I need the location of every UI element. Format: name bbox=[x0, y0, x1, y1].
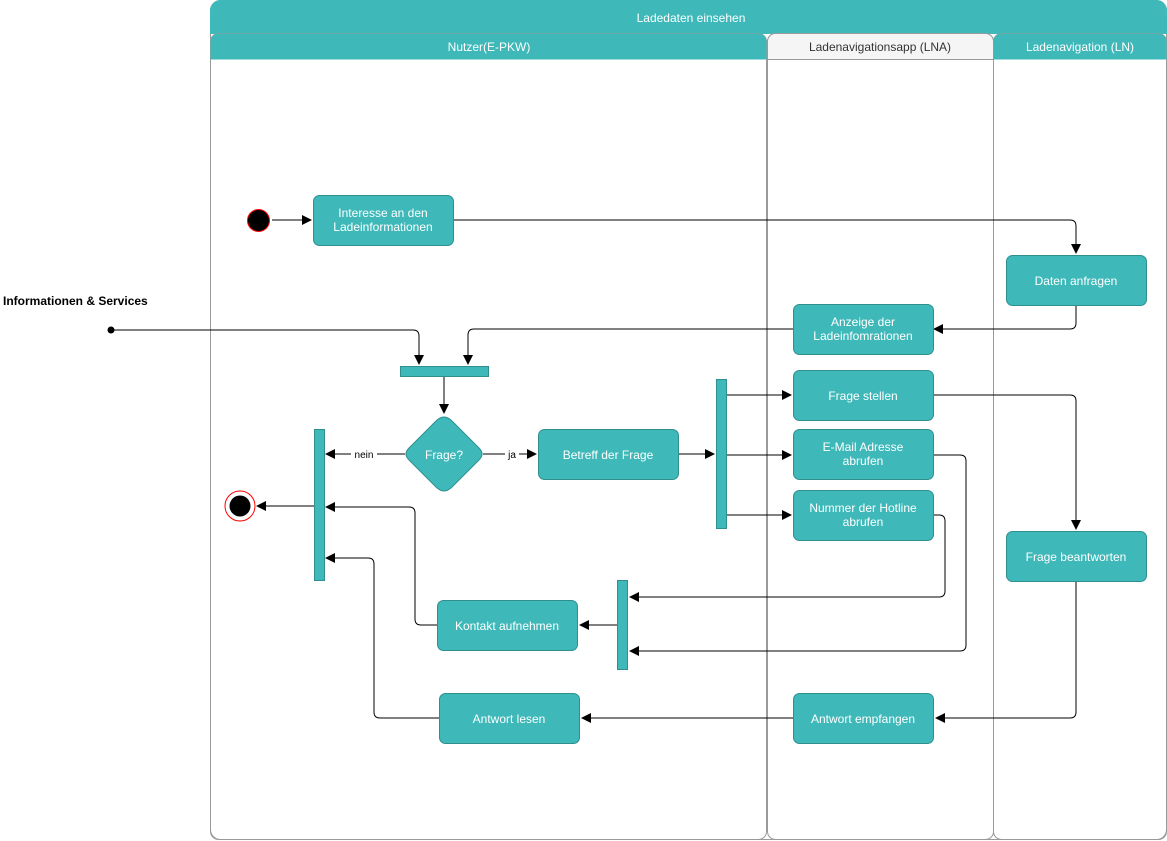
lane-user-title: Nutzer(E-PKW) bbox=[448, 40, 531, 54]
action-frage-stellen[interactable]: Frage stellen bbox=[793, 370, 934, 421]
action-frage-beantworten-label: Frage beantworten bbox=[1026, 550, 1127, 564]
edge-label-ja: ja bbox=[507, 450, 516, 461]
pool-title: Ladedaten einsehen bbox=[637, 11, 746, 25]
action-antwort-lesen[interactable]: Antwort lesen bbox=[439, 693, 580, 744]
final-node-core bbox=[229, 495, 251, 517]
action-betreff[interactable]: Betreff der Frage bbox=[538, 429, 679, 480]
action-daten-anfragen[interactable]: Daten anfragen bbox=[1006, 255, 1147, 306]
action-hotline-line2: abrufen bbox=[843, 515, 884, 529]
action-antwort-lesen-label: Antwort lesen bbox=[473, 712, 546, 726]
nein-label-bg bbox=[351, 448, 377, 460]
action-anzeige-line2: Ladeinfomrationen bbox=[813, 329, 912, 343]
edge-label-nein: nein bbox=[355, 450, 374, 461]
pool: Ladedaten einsehen Nutzer(E-PKW) Ladenav… bbox=[210, 0, 1167, 840]
edge-frage-stellen-beantworten bbox=[934, 394, 1081, 530]
join-bar-contact[interactable] bbox=[617, 580, 628, 670]
decision-frage-label: Frage? bbox=[425, 448, 463, 462]
action-antwort-empfangen[interactable]: Antwort empfangen bbox=[793, 693, 934, 744]
edge-daten-anzeige bbox=[933, 305, 1077, 334]
final-node[interactable] bbox=[224, 490, 256, 522]
edge-kontakt-join bbox=[325, 502, 437, 626]
action-anzeige-line1: Anzeige der bbox=[831, 315, 895, 329]
pool-frame bbox=[210, 0, 1167, 840]
action-hotline-line1: Nummer der Hotline bbox=[809, 501, 917, 515]
fork-bar-horizontal[interactable] bbox=[400, 366, 489, 377]
join-bar-left[interactable] bbox=[314, 429, 325, 581]
action-frage-beantworten[interactable]: Frage beantworten bbox=[1006, 531, 1147, 582]
action-antwort-empfangen-label: Antwort empfangen bbox=[811, 712, 915, 726]
ja-label-bg bbox=[505, 448, 519, 460]
fork-bar-questions[interactable] bbox=[716, 379, 727, 529]
edge-anzeige-fork bbox=[463, 328, 793, 365]
external-label: Informationen & Services bbox=[3, 294, 148, 308]
action-hotline[interactable]: Nummer der Hotline abrufen bbox=[793, 490, 934, 541]
action-email-line2: abrufen bbox=[843, 454, 884, 468]
initial-node[interactable] bbox=[247, 209, 270, 232]
lane-ln-title: Ladenavigation (LN) bbox=[1026, 40, 1134, 54]
action-frage-stellen-label: Frage stellen bbox=[828, 389, 897, 403]
lane-ln-header bbox=[993, 33, 1167, 60]
edge-external-fork bbox=[111, 329, 424, 365]
decision-frage[interactable]: Frage? bbox=[405, 416, 483, 492]
edges bbox=[111, 215, 1081, 723]
lane-lna-title: Ladenavigationsapp (LNA) bbox=[809, 40, 951, 54]
action-betreff-label: Betreff der Frage bbox=[563, 448, 654, 462]
action-email-line1: E-Mail Adresse bbox=[823, 440, 904, 454]
action-email[interactable]: E-Mail Adresse abrufen bbox=[793, 429, 934, 480]
action-interesse-line1: Interesse an den bbox=[338, 206, 427, 220]
action-kontakt[interactable]: Kontakt aufnehmen bbox=[437, 600, 578, 651]
edge-lesen-join bbox=[325, 553, 439, 719]
lane-user-header bbox=[210, 33, 767, 60]
action-kontakt-label: Kontakt aufnehmen bbox=[455, 619, 559, 633]
action-daten-anfragen-label: Daten anfragen bbox=[1035, 274, 1118, 288]
edge-email-join3 bbox=[629, 454, 967, 656]
edge-beantworten-empfangen bbox=[935, 582, 1077, 723]
action-interesse-line2: Ladeinformationen bbox=[333, 220, 432, 234]
edge-interesse-daten bbox=[454, 219, 1081, 254]
action-anzeige[interactable]: Anzeige der Ladeinfomrationen bbox=[793, 304, 934, 355]
edge-hotline-join3 bbox=[629, 514, 946, 602]
action-interesse[interactable]: Interesse an den Ladeinformationen bbox=[313, 195, 454, 246]
